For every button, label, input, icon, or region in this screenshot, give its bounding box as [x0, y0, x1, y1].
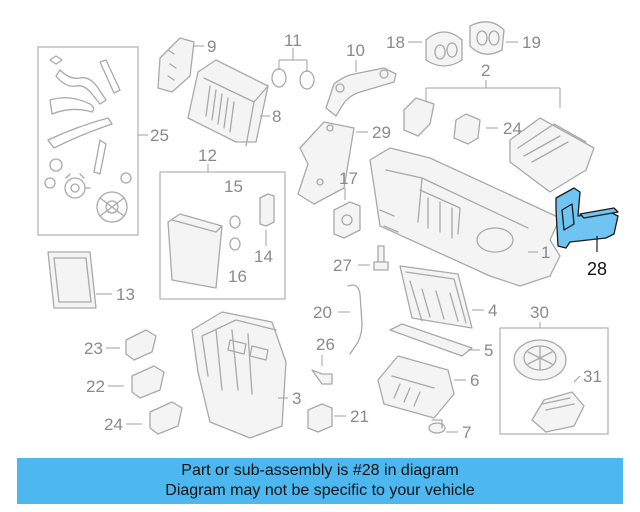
group-box-25 [37, 46, 139, 236]
callout-4: 4 [488, 301, 497, 320]
callout-24-upper: 24 [503, 119, 522, 138]
banner-line-1: Part or sub-assembly is #28 in diagram [181, 462, 459, 479]
callout-13: 13 [116, 285, 135, 304]
callout-10: 10 [346, 41, 365, 60]
part-1-hvac-case [369, 147, 561, 287]
callout-26: 26 [316, 335, 335, 354]
part-23 [125, 329, 157, 361]
callout-16: 16 [228, 267, 247, 286]
part-6 [377, 355, 455, 419]
callout-31: 31 [583, 367, 602, 386]
callout-30: 30 [530, 303, 549, 322]
callout-14: 14 [254, 247, 273, 266]
callout-15: 15 [224, 177, 243, 196]
part-17 [333, 201, 361, 239]
callout-20: 20 [313, 303, 332, 322]
callout-6: 6 [470, 371, 479, 390]
callout-9: 9 [207, 37, 216, 56]
callout-19: 19 [522, 33, 541, 52]
callout-7: 7 [462, 423, 471, 442]
part-21 [307, 403, 333, 433]
callout-25: 25 [150, 126, 169, 145]
callout-5: 5 [484, 341, 493, 360]
callout-28: 28 [587, 259, 607, 279]
group-box-30 [499, 327, 609, 435]
callout-22: 22 [86, 377, 105, 396]
callout-11: 11 [284, 31, 302, 50]
part-10 [325, 67, 397, 117]
part-22 [131, 365, 165, 399]
callout-23: 23 [84, 339, 103, 358]
part-30-blower [513, 339, 585, 433]
part-5 [389, 323, 473, 357]
callout-2: 2 [481, 61, 490, 80]
callout-12: 12 [198, 146, 217, 165]
group-box-12 [159, 171, 286, 300]
callout-29: 29 [372, 123, 391, 142]
part-18 [425, 31, 463, 67]
callout-1: 1 [541, 243, 550, 262]
callout-18: 18 [386, 33, 405, 52]
part-8 [187, 59, 269, 147]
parts-diagram: 25 9 8 11 10 18 19 2 [37, 21, 619, 442]
part-3 [191, 311, 287, 439]
callout-17: 17 [339, 169, 358, 188]
banner-line-2: Diagram may not be specific to your vehi… [165, 482, 475, 499]
part-2-doors [403, 97, 595, 193]
part-29 [297, 121, 355, 205]
part-24-lower [149, 401, 183, 435]
callout-3: 3 [292, 389, 301, 408]
part-13 [47, 251, 97, 309]
part-19 [469, 21, 505, 55]
part-9 [157, 37, 195, 93]
part-20 [347, 284, 363, 355]
part-28-highlighted [555, 187, 619, 249]
part-4 [399, 265, 473, 329]
callout-27: 27 [333, 256, 352, 275]
linkage-parts [44, 55, 132, 223]
callout-21: 21 [350, 407, 369, 426]
callout-8: 8 [272, 107, 281, 126]
part-26 [311, 369, 333, 385]
callout-24-lower: 24 [104, 415, 123, 434]
part-7 [428, 419, 446, 434]
part-11 [271, 48, 315, 90]
part-12-components [167, 193, 275, 289]
part-info-banner: Part or sub-assembly is #28 in diagram D… [17, 458, 623, 504]
part-27 [373, 245, 389, 271]
